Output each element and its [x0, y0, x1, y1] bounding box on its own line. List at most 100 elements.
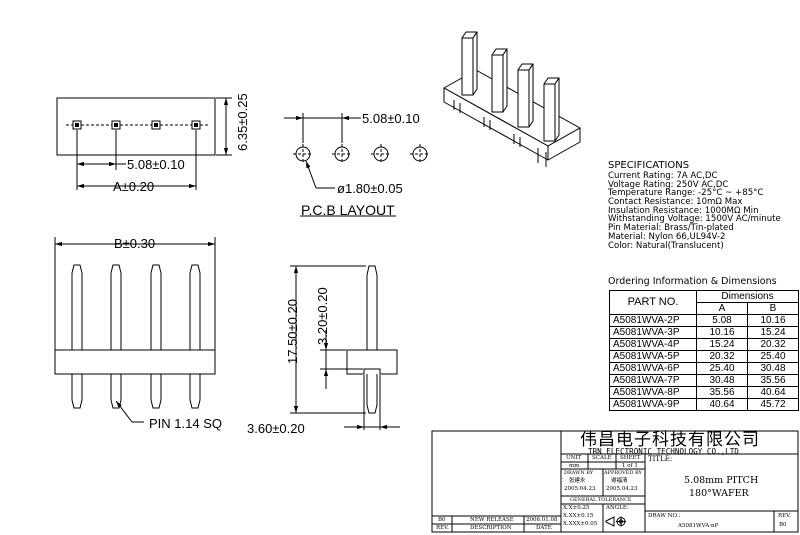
approved-by-name: 谢福清	[611, 478, 628, 484]
spec-line: Pin Material: Brass/Tin-plated	[608, 223, 734, 234]
spec-line: Voltage Rating: 250V AC,DC	[608, 179, 729, 190]
cell-a: 40.64	[696, 398, 748, 411]
side-view-body	[346, 349, 398, 375]
projection-symbol	[605, 516, 626, 527]
cell-part: A5081WVA-3P	[609, 326, 697, 339]
unit-value: mm	[569, 463, 580, 469]
revision-row-date: 2006.01.08	[526, 517, 558, 523]
top-view-pins	[66, 120, 208, 130]
iso-pins	[461, 31, 560, 142]
cell-a: 10.16	[696, 326, 748, 339]
company-name-cn: 伟昌电子科技有限公司	[580, 430, 760, 450]
revision-header-description: DESCRIPTION	[470, 525, 512, 531]
spec-line: Withstanding Voltage: 1500V AC/minute	[608, 214, 781, 225]
cell-b: 25.40	[747, 350, 799, 363]
pcb-holes	[293, 144, 430, 164]
cell-a: 15.24	[696, 338, 748, 351]
specs-title: SPECIFICATIONS	[608, 160, 690, 171]
top-view	[56, 97, 232, 190]
spec-line: Current Rating: 7A AC,DC	[608, 171, 718, 181]
scale-label: SCALE	[592, 455, 612, 461]
cell-b: 30.48	[747, 362, 799, 375]
cell-part: A5081WVA-2P	[609, 314, 697, 327]
drawn-by-label: DRAWN BY	[564, 470, 594, 476]
cell-b: 20.32	[747, 338, 799, 351]
tolerance-3: X.XXX±0.05	[563, 521, 598, 527]
draw-no-label: DRAW NO.:	[648, 513, 681, 519]
isometric-view	[443, 31, 581, 167]
cell-a: 30.48	[696, 374, 748, 387]
cell-a: 5.08	[696, 314, 748, 327]
side-view	[290, 265, 400, 430]
pin-size-label: PIN 1.14 SQ	[149, 416, 222, 431]
cell-b: 40.64	[747, 386, 799, 399]
general-tolerance-label: GENERAL TOLERANCE	[570, 497, 632, 503]
title-label: TITLE:	[648, 455, 673, 463]
cell-part: A5081WVA-5P	[609, 350, 697, 363]
rev-label: REV.	[778, 513, 791, 519]
title-line-2: 180°WAFER	[689, 488, 749, 499]
spec-line: Color: Natural(Translucent)	[608, 240, 724, 251]
cell-a: 25.40	[696, 362, 748, 375]
tolerance-2: X.XX±0.15	[563, 513, 594, 519]
drawn-date: 2005.04.23	[564, 486, 596, 492]
top-view-body	[56, 97, 216, 156]
drawn-by-name: 张建永	[569, 478, 586, 484]
cell-a: 20.32	[696, 350, 748, 363]
front-view-pins	[71, 264, 201, 409]
company-name-en: TRN ELECTRONIC TECHNOLOGY CO.,LTD	[588, 447, 739, 456]
cell-part: A5081WVA-6P	[609, 362, 697, 375]
sheet-label: SHEET	[620, 455, 641, 461]
title-line-1: 5.08mm PITCH	[684, 475, 759, 486]
revision-row-rev: B0	[438, 517, 446, 523]
cell-part: A5081WVA-9P	[609, 398, 697, 411]
dim-top-label: 3.20±0.20	[315, 287, 330, 345]
dim-height-label: 6.35±0.25	[235, 93, 250, 151]
tolerance-1: X.X±0.25	[563, 505, 590, 511]
spec-line: Contact Resistance: 10mΩ Max	[608, 197, 743, 208]
approved-by-label: APPROVED BY	[604, 470, 642, 476]
front-view	[54, 237, 216, 423]
header-a: A	[696, 302, 748, 315]
spec-line: Material: Nylon 66,UL94V-2	[608, 231, 726, 242]
spec-line: Temperature Range: -25°C ~ +85°C	[608, 188, 764, 199]
pcb-layout	[284, 113, 430, 217]
cell-b: 15.24	[747, 326, 799, 339]
cell-b: 10.16	[747, 314, 799, 327]
angle-label: ANGLE:	[606, 505, 629, 511]
cell-b: 35.56	[747, 374, 799, 387]
pcb-layout-title: P.C.B LAYOUT	[301, 202, 395, 218]
header-part-no: PART NO.	[609, 290, 697, 315]
dim-total-height-label: 17.50±0.20	[285, 299, 300, 364]
cell-b: 45.72	[747, 398, 799, 411]
dim-pitch-top-label: 5.08±0.10	[127, 157, 185, 172]
spec-line: Insulation Resistance: 1000MΩ Min	[608, 205, 759, 216]
header-b: B	[747, 302, 799, 315]
unit-label: UNIT	[566, 455, 582, 461]
front-view-body	[54, 349, 216, 375]
cell-part: A5081WVA-7P	[609, 374, 697, 387]
specs-list: Current Rating: 7A AC,DC Voltage Rating:…	[608, 172, 781, 250]
rev-value: B0	[779, 522, 787, 528]
approved-date: 2005.04.23	[606, 486, 638, 492]
cell-part: A5081WVA-8P	[609, 386, 697, 399]
ordering-title: Ordering Information & Dimensions	[608, 276, 777, 287]
cell-part: A5081WVA-4P	[609, 338, 697, 351]
dim-b-label: B±0.30	[114, 236, 156, 251]
title-block	[431, 430, 799, 533]
revision-row-description: NEW RELEASE	[470, 517, 514, 523]
draw-no-value: A5081WVA-nP	[678, 523, 719, 529]
dim-a-label: A±0.20	[113, 179, 155, 194]
dim-pitch-pcb-label: 5.08±0.10	[362, 111, 420, 126]
header-dimensions: Dimensions	[696, 290, 799, 303]
revision-header-rev: REV.	[436, 525, 449, 531]
